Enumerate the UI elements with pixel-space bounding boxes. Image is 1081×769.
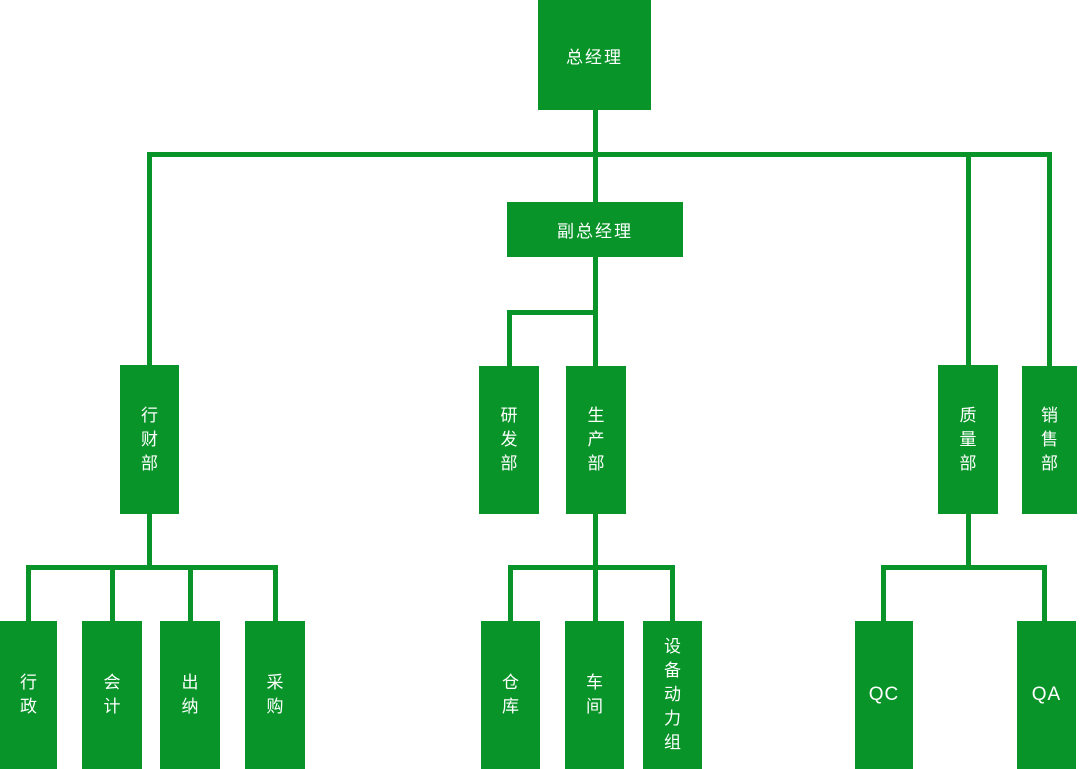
node-label: 设 备 动 力 组 <box>664 637 681 752</box>
node-rnd-dept[interactable]: 研 发 部 <box>479 366 539 514</box>
node-purchasing[interactable]: 采 购 <box>245 621 305 769</box>
node-label: 会 计 <box>103 673 121 716</box>
node-label: 出 纳 <box>181 673 199 716</box>
connector-admin-finance-down <box>147 514 152 570</box>
node-equipment-power-group[interactable]: 设 备 动 力 组 <box>643 621 702 769</box>
node-label: 车 间 <box>586 673 603 716</box>
connector-admin-drop <box>26 565 31 621</box>
connector-warehouse-drop <box>508 565 513 621</box>
node-accounting[interactable]: 会 计 <box>82 621 142 769</box>
node-workshop[interactable]: 车 间 <box>565 621 624 769</box>
node-deputy-general-manager[interactable]: 副总经理 <box>507 202 683 257</box>
node-qa[interactable]: QA <box>1017 621 1076 769</box>
node-label: QA <box>1031 684 1062 705</box>
node-sales-dept[interactable]: 销 售 部 <box>1022 366 1077 514</box>
node-warehouse[interactable]: 仓 库 <box>481 621 540 769</box>
node-label: 生 产 部 <box>587 406 605 473</box>
node-quality-dept[interactable]: 质 量 部 <box>938 365 998 514</box>
connector-rnd-drop <box>507 310 512 366</box>
node-qc[interactable]: QC <box>855 621 913 769</box>
connector-quality-bar <box>881 565 1047 570</box>
connector-qc-drop <box>881 565 886 621</box>
connector-production-down <box>593 514 598 570</box>
connector-production-bar <box>508 565 675 570</box>
connector-quality-down <box>966 514 971 570</box>
node-label: 行 财 部 <box>141 405 158 473</box>
connector-cashier-drop <box>188 565 193 621</box>
node-label: QC <box>868 684 900 705</box>
connector-purchasing-drop <box>273 565 278 621</box>
node-admin-finance-dept[interactable]: 行 财 部 <box>120 365 179 514</box>
connector-level1-bar <box>147 152 1052 157</box>
node-label: 采 购 <box>266 673 284 716</box>
node-production-dept[interactable]: 生 产 部 <box>566 366 626 514</box>
node-cashier[interactable]: 出 纳 <box>160 621 220 769</box>
node-label: 总经理 <box>566 47 623 67</box>
connector-sales-drop <box>1047 152 1052 366</box>
node-label: 研 发 部 <box>500 406 518 473</box>
connector-quality-drop <box>966 152 971 365</box>
node-general-manager[interactable]: 总经理 <box>538 0 651 110</box>
connector-qa-drop <box>1042 565 1047 621</box>
node-label: 行 政 <box>20 673 37 716</box>
node-label: 质 量 部 <box>959 405 977 473</box>
connector-workshop-drop <box>593 565 598 621</box>
connector-admin-finance-bar <box>26 565 278 570</box>
connector-rnd-bar <box>507 310 598 315</box>
node-label: 销 售 部 <box>1041 406 1058 473</box>
connector-admin-finance-drop <box>147 152 152 365</box>
node-label: 副总经理 <box>557 222 633 241</box>
node-label: 仓 库 <box>502 673 519 716</box>
connector-equipment-drop <box>670 565 675 621</box>
node-admin[interactable]: 行 政 <box>0 621 57 769</box>
connector-accounting-drop <box>110 565 115 621</box>
